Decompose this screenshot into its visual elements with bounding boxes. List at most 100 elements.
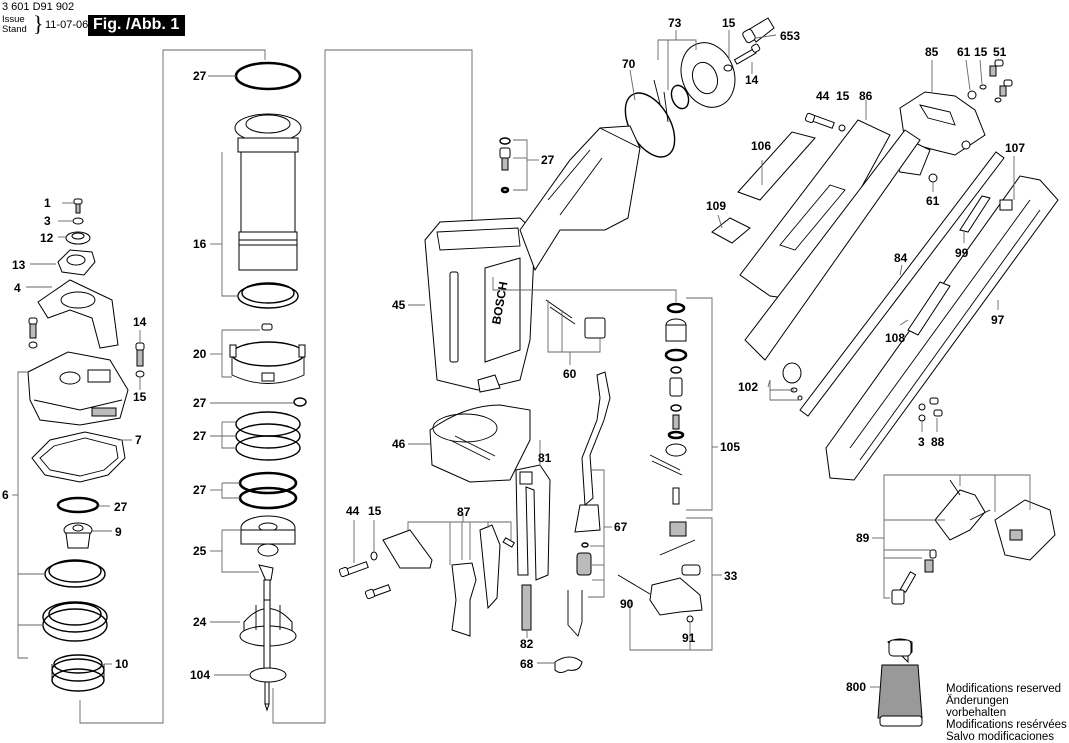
part-oring-27b	[234, 61, 302, 91]
part-9	[63, 522, 93, 549]
label-15: 15	[836, 89, 850, 103]
part-screws-51	[989, 59, 1013, 103]
part-lever-67	[567, 371, 611, 637]
part-screws-88	[918, 397, 943, 422]
part-grease-800	[877, 638, 923, 727]
part-20	[229, 323, 306, 384]
part-gasket-7	[31, 431, 126, 483]
part-86	[739, 119, 921, 361]
label-108: 108	[885, 331, 905, 345]
part-12	[65, 231, 91, 245]
label-73: 73	[668, 16, 682, 30]
label-99: 99	[955, 246, 969, 260]
part-head-cap	[27, 351, 129, 426]
notice-es: Salvo modificaciones	[946, 731, 1055, 743]
part-cover-4	[37, 279, 119, 349]
label-60: 60	[563, 367, 577, 381]
label-51: 51	[993, 45, 1007, 59]
label-109: 109	[706, 199, 726, 213]
label-46: 46	[392, 437, 406, 451]
part-oring-27c	[293, 397, 307, 407]
label-33: 33	[724, 569, 738, 583]
part-label-106	[737, 131, 816, 201]
part-screw-14	[135, 342, 145, 378]
part-ring-6a	[44, 559, 106, 588]
frame-left	[79, 49, 266, 724]
part-valve-27f	[499, 137, 511, 194]
column-frames	[79, 49, 473, 724]
part-driver-104	[249, 667, 287, 712]
part-label-107	[999, 199, 1013, 211]
label-44: 44	[346, 504, 360, 518]
part-61-mid	[961, 140, 971, 150]
label-82: 82	[520, 637, 534, 651]
part-valve-105	[649, 302, 688, 505]
label-15: 15	[368, 504, 382, 518]
label-27: 27	[541, 153, 555, 167]
part-99	[959, 195, 991, 233]
label-102: 102	[738, 380, 758, 394]
label-84: 84	[894, 251, 908, 265]
part-oring-27a	[56, 496, 100, 514]
label-27: 27	[193, 396, 207, 410]
part-33	[617, 521, 703, 623]
label-85: 85	[925, 45, 939, 59]
housing-assembly: BOSCH	[338, 17, 775, 673]
label-86: 86	[859, 89, 873, 103]
part-washer-3	[72, 217, 84, 225]
label-97: 97	[991, 313, 1005, 327]
label-61: 61	[957, 45, 971, 59]
label-7: 7	[135, 433, 142, 447]
issue-date: 11-07-06	[45, 19, 89, 31]
label-14: 14	[745, 73, 759, 87]
label-1: 1	[44, 196, 51, 210]
part-fitting-653	[742, 17, 775, 44]
label-16: 16	[193, 237, 207, 251]
label-15: 15	[974, 45, 988, 59]
part-15d	[979, 84, 987, 90]
label-10: 10	[115, 657, 129, 671]
label-653: 653	[780, 29, 800, 43]
notice-fr: Modifications resérvées	[946, 719, 1067, 731]
issue-label-en: Issue	[2, 14, 25, 25]
leaders-right	[717, 59, 1031, 688]
part-screw-left	[28, 317, 38, 349]
label-24: 24	[193, 615, 207, 629]
label-89: 89	[856, 531, 870, 545]
label-106: 106	[751, 139, 771, 153]
label-12: 12	[40, 231, 54, 245]
part-code: 3 601 D91 902	[2, 1, 75, 13]
notice-de: Änderungen vorbehalten	[946, 695, 1009, 719]
part-bumper-24	[239, 599, 297, 679]
issue-brace: }	[33, 11, 44, 36]
part-housing-45: BOSCH	[424, 125, 641, 393]
notice-en: Modifications reserved	[946, 683, 1062, 695]
label-88: 88	[931, 435, 945, 449]
part-safety-81	[515, 464, 551, 581]
part-cylinder-16	[234, 113, 302, 309]
part-screw-14b	[733, 43, 761, 65]
modifications-notice: Modifications reserved Änderungen vorbeh…	[946, 683, 1069, 743]
part-magazine-97	[825, 175, 1059, 481]
label-25: 25	[193, 544, 207, 558]
part-rings-27d	[235, 411, 301, 461]
label-27: 27	[193, 429, 207, 443]
part-10	[51, 654, 105, 692]
label-3: 3	[918, 435, 925, 449]
label-68: 68	[520, 657, 534, 671]
labels-second: 27 16 20 27 27 27 25 24 104	[190, 69, 210, 682]
label-87: 87	[457, 505, 471, 519]
label-67: 67	[614, 520, 628, 534]
part-deflector-6b	[42, 601, 108, 642]
part-trigger-87	[382, 524, 516, 637]
part-label-109	[711, 217, 751, 244]
figure-label: Fig. /Abb. 1	[88, 15, 186, 36]
label-91: 91	[682, 631, 696, 645]
part-rail-84	[799, 151, 1005, 417]
part-endcap-73	[653, 42, 736, 123]
label-13: 13	[12, 258, 26, 272]
label-61: 61	[926, 194, 940, 208]
part-102	[782, 362, 803, 401]
